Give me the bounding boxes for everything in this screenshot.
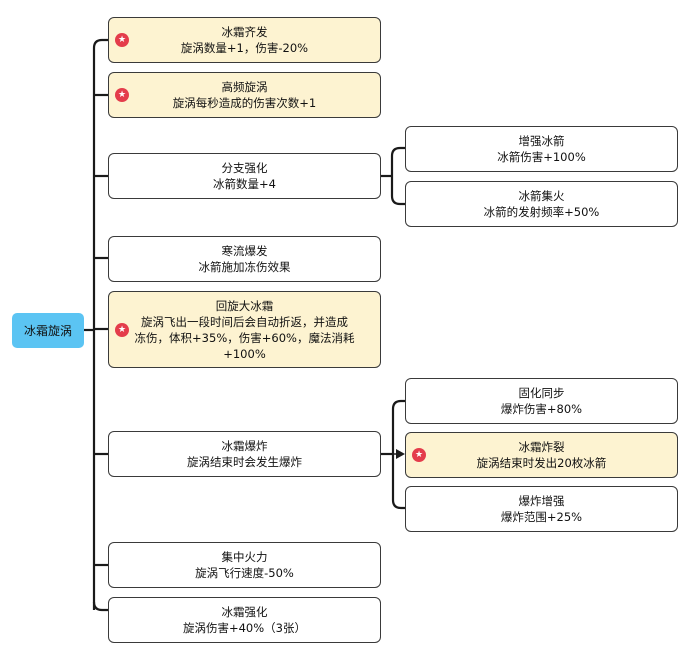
node-desc: 旋涡数量+1，伤害-20% — [180, 41, 309, 55]
node-explosion-enhance[interactable]: 爆炸增强 爆炸范围+25% — [405, 486, 678, 532]
node-desc: 爆炸伤害+80% — [500, 402, 583, 416]
node-title: 冰霜强化 — [221, 605, 268, 619]
node-returning-great-frost[interactable]: ★ 回旋大冰霜 旋涡飞出一段时间后会自动折返，并造成 冻伤，体积+35%，伤害+… — [108, 291, 381, 368]
node-ice-arrow-focus[interactable]: 冰箭集火 冰箭的发射频率+50% — [405, 181, 678, 227]
connector-branch-1 — [92, 38, 108, 49]
star-icon: ★ — [412, 448, 426, 462]
star-icon: ★ — [115, 322, 129, 337]
connector-split-b-bottom — [391, 499, 405, 510]
node-desc: 冰箭施加冻伤效果 — [198, 260, 291, 274]
node-solidify-sync[interactable]: 固化同步 爆炸伤害+80% — [405, 378, 678, 424]
node-desc: 旋涡结束时发出20枚冰箭 — [476, 456, 607, 470]
star-icon: ★ — [115, 33, 129, 47]
node-high-frequency-vortex[interactable]: ★ 高频旋涡 旋涡每秒造成的伤害次数+1 — [108, 72, 381, 118]
node-enhanced-ice-arrow[interactable]: 增强冰箭 冰箭伤害+100% — [405, 126, 678, 172]
node-desc: 旋涡结束时会发生爆炸 — [187, 455, 302, 469]
node-frost-strengthen[interactable]: 冰霜强化 旋涡伤害+40%（3张） — [108, 597, 381, 643]
node-title: 高频旋涡 — [221, 80, 268, 94]
star-icon: ★ — [115, 88, 129, 102]
root-node[interactable]: 冰霜旋涡 — [12, 313, 84, 348]
node-desc: 旋涡飞行速度-50% — [195, 566, 294, 580]
node-title: 分支强化 — [221, 161, 268, 175]
node-desc: 冻伤，体积+35%，伤害+60%，魔法消耗 — [134, 330, 355, 345]
node-title: 增强冰箭 — [518, 134, 565, 148]
node-title: 冰箭集火 — [518, 189, 565, 203]
node-title: 集中火力 — [221, 550, 268, 564]
node-frost-burst[interactable]: ★ 冰霜炸裂 旋涡结束时发出20枚冰箭 — [405, 432, 678, 478]
node-title: 回旋大冰霜 — [215, 298, 274, 313]
connector-split-a-top — [390, 146, 405, 157]
connector-branch-8 — [92, 601, 108, 612]
node-title: 爆炸增强 — [518, 494, 565, 508]
root-node-label: 冰霜旋涡 — [23, 324, 72, 338]
node-desc: 旋涡飞出一段时间后会自动折返，并造成 — [141, 314, 348, 329]
node-desc: 冰箭数量+4 — [213, 177, 276, 191]
connector-split-b-top — [391, 399, 405, 410]
node-title: 冰霜齐发 — [221, 25, 268, 39]
node-concentrated-fire[interactable]: 集中火力 旋涡飞行速度-50% — [108, 542, 381, 588]
node-desc: 爆炸范围+25% — [500, 510, 583, 524]
node-title: 寒流爆发 — [221, 244, 268, 258]
node-desc: 冰箭的发射频率+50% — [483, 205, 600, 219]
node-title: 固化同步 — [518, 386, 565, 400]
connector-split-a-bottom — [390, 195, 405, 206]
node-desc: 旋涡每秒造成的伤害次数+1 — [172, 96, 317, 110]
node-frost-explosion[interactable]: 冰霜爆炸 旋涡结束时会发生爆炸 — [108, 431, 381, 477]
node-desc: 旋涡伤害+40%（3张） — [182, 621, 306, 635]
node-title: 冰霜爆炸 — [221, 439, 268, 453]
node-branch-enhance[interactable]: 分支强化 冰箭数量+4 — [108, 153, 381, 199]
node-desc: 冰箭伤害+100% — [497, 150, 586, 164]
node-desc: +100% — [223, 346, 266, 361]
connector-arrowhead — [396, 449, 405, 459]
node-cold-burst[interactable]: 寒流爆发 冰箭施加冻伤效果 — [108, 236, 381, 282]
node-title: 冰霜炸裂 — [518, 440, 565, 454]
node-frost-volley[interactable]: ★ 冰霜齐发 旋涡数量+1，伤害-20% — [108, 17, 381, 63]
